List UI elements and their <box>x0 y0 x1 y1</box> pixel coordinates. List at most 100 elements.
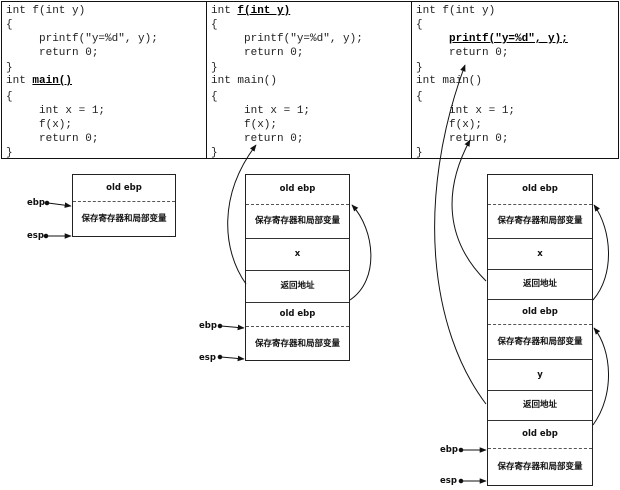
code-text: return 0; <box>211 47 304 59</box>
stack-cell-arg-x: x <box>488 239 592 270</box>
stack-cell-saved-registers: 保存寄存器和局部变量 <box>254 338 340 349</box>
esp-label: esp <box>199 353 216 363</box>
stack-cell-old-ebp: old ebp <box>73 175 175 202</box>
stack-cell-return-address: 返回地址 <box>488 391 592 421</box>
stack-frame-printf: old ebp 保存寄存器和局部变量 x 返回地址 old ebp 保存寄存器和… <box>487 174 593 486</box>
highlighted-code: printf("y=%d", y); <box>449 33 568 45</box>
code-text: return 0; <box>416 47 509 59</box>
esp-label: esp <box>440 476 457 486</box>
code-panel-printf-call: int f(int y) { printf("y=%d", y); return … <box>411 1 619 159</box>
code-text: f(x); <box>6 119 73 131</box>
stack-cell-saved-registers: 保存寄存器和局部变量 <box>246 205 349 239</box>
stack-frame-f: old ebp 保存寄存器和局部变量 x 返回地址 old ebp 保存寄存器和… <box>245 174 350 361</box>
code-line: int f(int y) <box>416 5 495 18</box>
code-text: { <box>6 91 13 103</box>
highlighted-code: f(int y) <box>237 5 291 17</box>
stack-cell-old-ebp: old ebp <box>488 421 592 449</box>
code-text: { <box>416 19 423 31</box>
stack-cell-old-ebp: old ebp <box>488 175 592 205</box>
code-text: int main() <box>416 75 483 87</box>
esp-label: esp <box>27 231 44 241</box>
ebp-label: ebp <box>27 198 45 208</box>
code-text: int x = 1; <box>416 105 516 117</box>
code-line: { <box>6 19 13 32</box>
code-line: int x = 1; <box>211 105 310 118</box>
code-text: return 0; <box>6 133 99 145</box>
code-line: return 0; <box>6 47 98 60</box>
code-line: { <box>6 91 13 104</box>
code-line: int main() <box>416 75 482 88</box>
code-text: f(x); <box>211 119 278 131</box>
stack-cell-saved-registers: 保存寄存器和局部变量 <box>488 205 592 239</box>
code-text: { <box>6 19 13 31</box>
code-line: printf("y=%d", y); <box>211 33 363 46</box>
code-line: { <box>211 91 218 104</box>
code-text: } <box>416 147 423 159</box>
code-line: int main() <box>211 75 277 88</box>
code-line: int main() <box>6 75 72 88</box>
stack-cell-saved-registers: 保存寄存器和局部变量 <box>81 214 167 224</box>
code-panel-f-call: int f(int y) { printf("y=%d", y); return … <box>206 1 412 159</box>
stack-cell-saved-registers: 保存寄存器和局部变量 <box>497 461 583 472</box>
code-text: int f(int y) <box>6 5 86 17</box>
code-text: int x = 1; <box>6 105 106 117</box>
code-line: int f(int y) <box>6 5 85 18</box>
code-line: f(x); <box>211 119 277 132</box>
code-text: int f(int y) <box>416 5 496 17</box>
code-line: int x = 1; <box>6 105 105 118</box>
code-text: int <box>211 5 238 17</box>
code-line: { <box>211 19 218 32</box>
stack-cell-old-ebp: old ebp <box>246 303 349 327</box>
stack-cell-arg-y: y <box>488 360 592 391</box>
code-text: return 0; <box>6 47 99 59</box>
stack-cell-arg-x: x <box>246 239 349 271</box>
register-pointer-arrows <box>43 200 487 484</box>
code-text: return 0; <box>416 133 509 145</box>
code-text: } <box>211 62 218 74</box>
code-line: return 0; <box>6 133 98 146</box>
stack-cell-old-ebp: old ebp <box>488 300 592 325</box>
code-text: int x = 1; <box>211 105 311 117</box>
highlighted-code: main() <box>32 75 73 87</box>
code-line: } <box>6 62 13 75</box>
code-panel-main: int f(int y) { printf("y=%d", y); return … <box>1 1 207 159</box>
code-line: return 0; <box>416 133 508 146</box>
ebp-label: ebp <box>440 445 458 455</box>
code-line: printf("y=%d", y); <box>6 33 158 46</box>
code-line: { <box>416 19 423 32</box>
code-line: return 0; <box>416 47 508 60</box>
code-text: f(x); <box>416 119 483 131</box>
code-text: } <box>6 147 13 159</box>
code-line: int x = 1; <box>416 105 515 118</box>
code-line: { <box>416 91 423 104</box>
code-text: { <box>211 91 218 103</box>
stack-cell-old-ebp: old ebp <box>246 175 349 205</box>
stack-frame-main: old ebp 保存寄存器和局部变量 <box>72 174 176 237</box>
code-text: } <box>416 62 423 74</box>
code-line: } <box>6 147 13 160</box>
code-text: return 0; <box>211 133 304 145</box>
code-line: printf("y=%d", y); <box>416 33 568 46</box>
code-text: { <box>416 91 423 103</box>
code-text: printf("y=%d", y); <box>6 33 158 45</box>
code-text: } <box>211 147 218 159</box>
return-address-arrows <box>227 64 609 426</box>
code-line: return 0; <box>211 47 303 60</box>
ebp-label: ebp <box>199 321 217 331</box>
code-text: { <box>211 19 218 31</box>
code-line: } <box>416 147 423 160</box>
stack-cell-return-address: 返回地址 <box>488 270 592 300</box>
code-line: f(x); <box>416 119 482 132</box>
code-line: return 0; <box>211 133 303 146</box>
code-line: } <box>211 147 218 160</box>
code-text: int <box>6 75 33 87</box>
stack-cell-return-address: 返回地址 <box>246 271 349 303</box>
code-line: } <box>211 62 218 75</box>
code-line: f(x); <box>6 119 72 132</box>
code-line: } <box>416 62 423 75</box>
stack-cell-saved-registers: 保存寄存器和局部变量 <box>488 325 592 360</box>
code-text: int main() <box>211 75 278 87</box>
code-text: } <box>6 62 13 74</box>
code-text: printf("y=%d", y); <box>211 33 363 45</box>
